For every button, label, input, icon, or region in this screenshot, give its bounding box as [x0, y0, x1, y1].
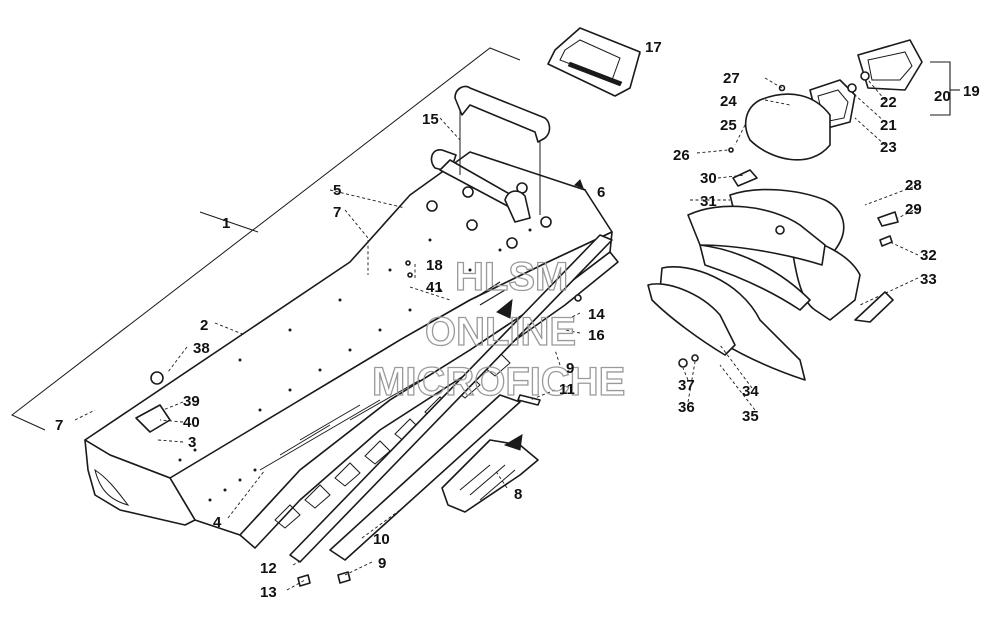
hardware: [135, 84, 893, 587]
part-label-8: 8: [514, 486, 522, 503]
part-label-4: 4: [213, 514, 222, 531]
part-label-9b: 9: [378, 555, 386, 572]
snowflap-8: [441, 434, 539, 513]
part-label-28: 28: [905, 177, 922, 194]
part-label-21: 21: [880, 117, 897, 134]
reflector-33b: [854, 291, 894, 323]
part-label-29: 29: [905, 201, 922, 218]
part-label-35: 35: [742, 408, 759, 425]
taillight-housing-20: [857, 39, 923, 91]
part-label-1: 1: [222, 215, 230, 232]
part-label-6: 6: [597, 184, 605, 201]
part-label-26: 26: [673, 147, 690, 164]
part-label-15: 15: [422, 111, 439, 128]
part-label-13: 13: [260, 584, 277, 601]
part-label-40: 40: [183, 414, 200, 431]
part-label-5: 5: [333, 182, 341, 199]
part-label-9: 9: [566, 360, 574, 377]
part-label-7: 7: [333, 204, 341, 221]
decal-17: [547, 27, 641, 97]
rail-12: [289, 234, 613, 563]
part-label-39: 39: [183, 393, 200, 410]
watermark: HLSM ONLINE MICROFICHE: [371, 254, 626, 404]
watermark-line3: MICROFICHE: [372, 360, 625, 404]
rivet-holes: [148, 228, 532, 502]
seat-back-cluster: [647, 39, 923, 381]
part-label-34: 34: [742, 383, 759, 400]
part-label-7b: 7: [55, 417, 63, 434]
storage-cover-31: [687, 205, 826, 266]
part-label-3: 3: [188, 434, 196, 451]
assembly-bracket-1: [11, 47, 521, 431]
part-label-22: 22: [880, 94, 897, 111]
part-labels: 1 2 3 4 5 6 7 7 8 9 9 10 11 12 13 14 15 …: [55, 39, 980, 601]
part-label-10: 10: [373, 531, 390, 548]
part-label-12: 12: [260, 560, 277, 577]
watermark-line2: ONLINE: [425, 310, 576, 354]
part-label-11: 11: [559, 381, 575, 398]
part-label-17: 17: [645, 39, 662, 56]
tunnel-assembly: [84, 151, 619, 563]
panel-35: [647, 283, 736, 356]
watermark-line1: HLSM: [455, 255, 568, 299]
part-label-2: 2: [200, 317, 208, 334]
part-label-31: 31: [700, 193, 717, 210]
deck-pads: [426, 182, 552, 249]
part-label-30: 30: [700, 170, 717, 187]
part-label-23: 23: [880, 139, 897, 156]
part-label-33: 33: [920, 271, 937, 288]
rail-10: [329, 394, 521, 561]
part-label-14: 14: [588, 306, 605, 323]
part-label-32: 32: [920, 247, 937, 264]
part-label-18: 18: [426, 257, 443, 274]
tunnel-left-wall: [84, 439, 196, 526]
part-label-19: 19: [963, 83, 980, 100]
backrest-24: [744, 93, 831, 161]
part-label-24: 24: [720, 93, 737, 110]
reflector-29: [877, 211, 899, 227]
part-label-27: 27: [723, 70, 740, 87]
part-label-41: 41: [426, 279, 443, 296]
part-label-16: 16: [588, 327, 605, 344]
part-label-38: 38: [193, 340, 210, 357]
leader-lines: [74, 52, 960, 591]
grab-handle-15: [430, 85, 551, 223]
part-label-37: 37: [678, 377, 695, 394]
part-label-20: 20: [934, 88, 951, 105]
part-label-36: 36: [678, 399, 695, 416]
part-label-25: 25: [720, 117, 737, 134]
